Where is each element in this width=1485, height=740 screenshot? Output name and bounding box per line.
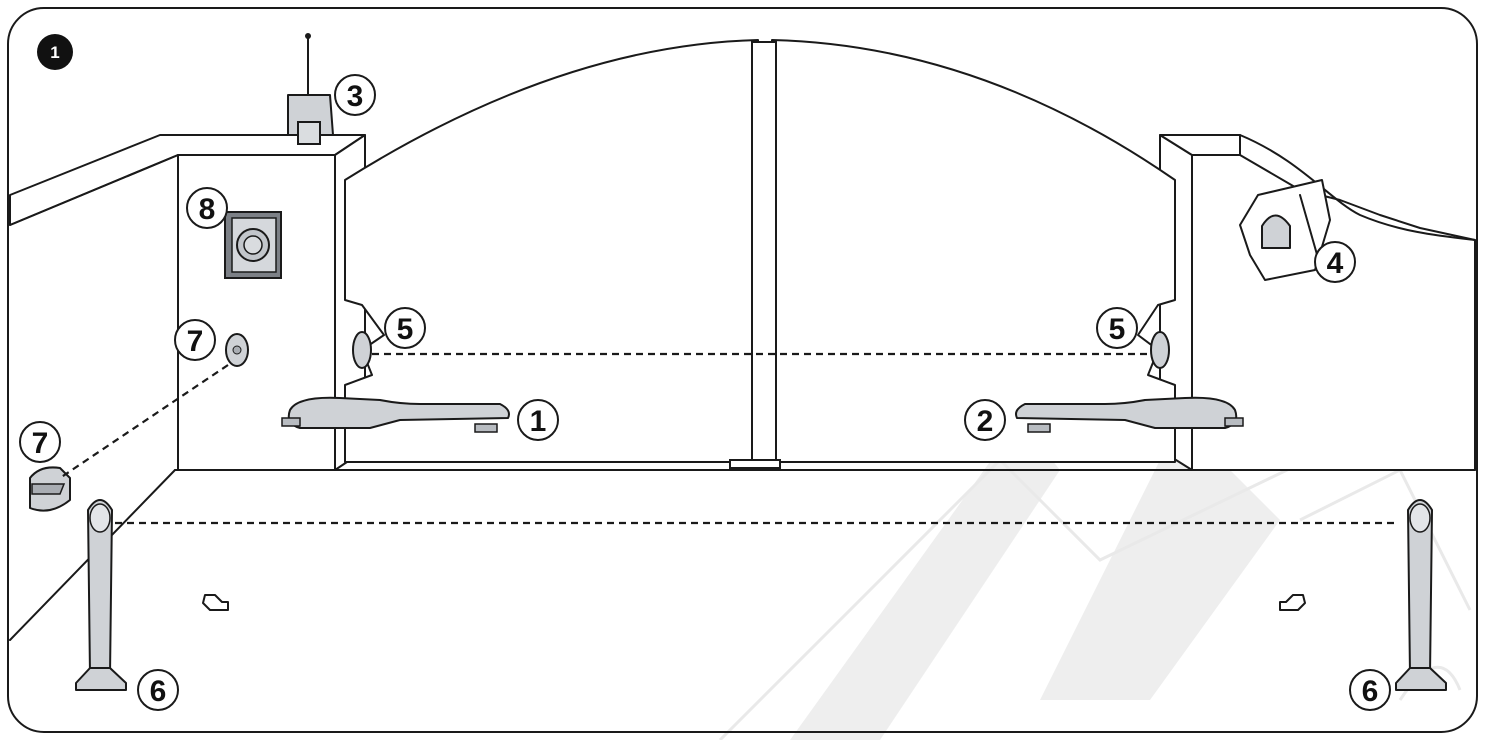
photocell-column-icon [75,499,127,691]
gate-stop-icon [202,594,229,611]
callout-5-left-label: 5 [397,313,414,346]
callout-6-left: 6 [137,669,179,711]
photocell-icon [225,333,249,367]
gate-right-leaf [771,39,1176,463]
callout-7-transmitter-label: 7 [32,427,49,460]
callout-5-right-label: 5 [1109,313,1126,346]
photocell-icon [1150,331,1170,369]
key-selector-icon [224,211,282,279]
callout-1: 1 [517,399,559,441]
callout-4: 4 [1314,241,1356,283]
callout-3-label: 3 [347,80,364,113]
callout-5-right: 5 [1096,307,1138,349]
callout-7-wall-label: 7 [187,325,204,358]
callout-2-label: 2 [977,405,994,438]
callout-6-left-label: 6 [150,675,167,708]
callout-8: 8 [186,187,228,229]
callout-5-left: 5 [384,307,426,349]
callout-4-label: 4 [1327,247,1344,280]
callout-7-transmitter: 7 [19,421,61,463]
callout-7-wall: 7 [174,319,216,361]
flashing-light-icon [287,33,334,145]
callout-8-label: 8 [199,193,216,226]
gear-motor-icon [1015,396,1244,433]
gear-motor-icon [281,396,510,433]
photocell-beams [59,352,1398,525]
callout-3: 3 [334,74,376,116]
callout-2: 2 [964,399,1006,441]
watermark-logo [718,420,1472,740]
control-unit-icon [1239,179,1331,281]
photocell-icon [352,331,372,369]
callout-6-right-label: 6 [1362,675,1379,708]
gate-center-post [729,41,781,469]
photocell-column-icon [1395,499,1447,691]
transmitter-icon [29,466,71,512]
callout-6-right: 6 [1349,669,1391,711]
gate-left-leaf [344,39,759,463]
figure-number: 1 [50,43,59,62]
gate-stop-icon [1279,594,1306,611]
figure-frame [7,7,1478,733]
callout-1-label: 1 [530,405,547,438]
figure-number-badge: 1 [37,34,73,70]
